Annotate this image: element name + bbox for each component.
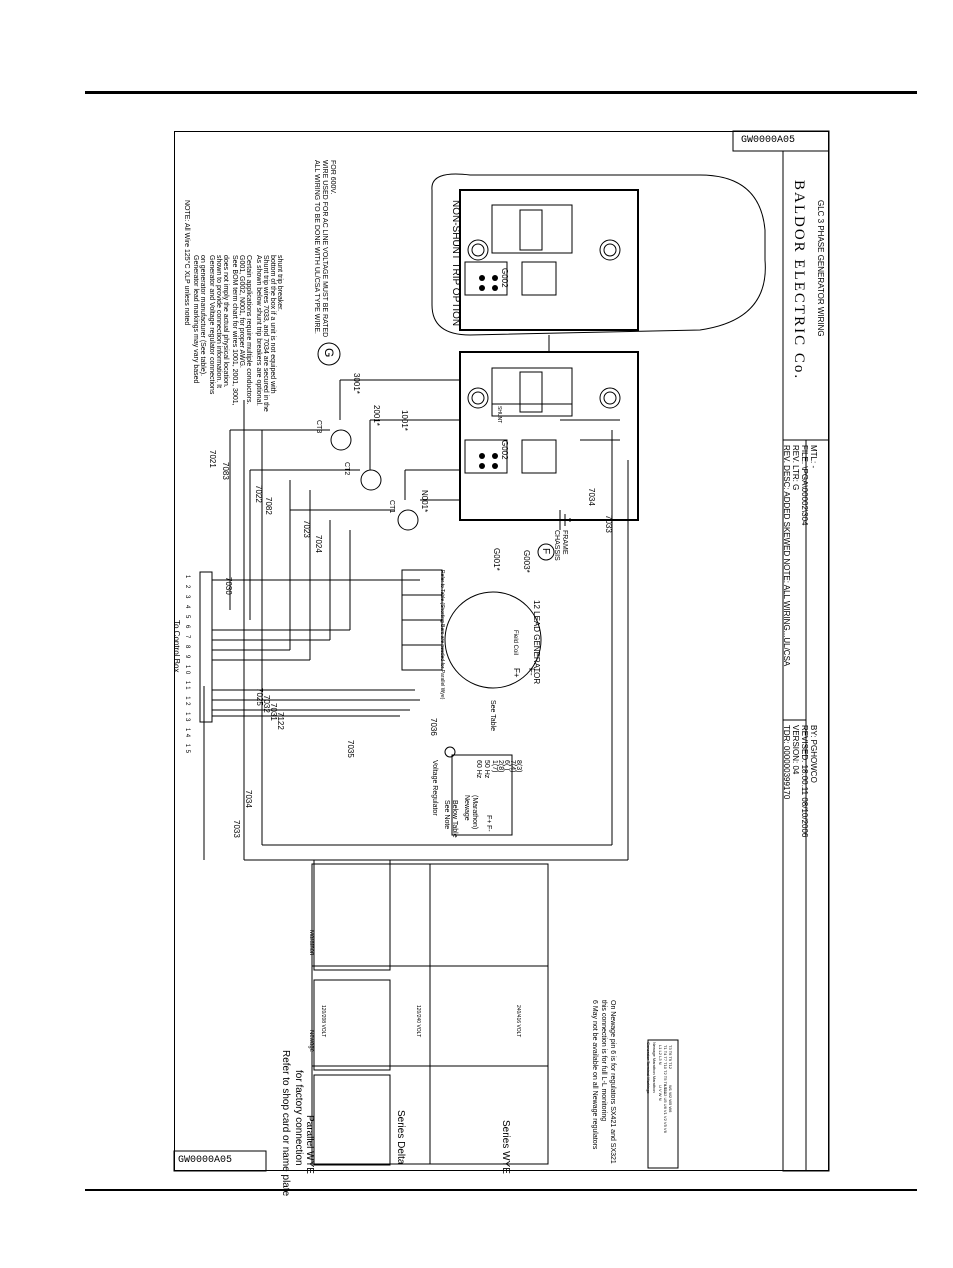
gen-term-row-1: U V W N <box>658 1085 663 1101</box>
wire-n001: N001* <box>420 490 429 513</box>
wire-7035: 7035 <box>346 740 355 758</box>
drawing-title: GLC 3 PHASE GENERATOR WIRING <box>816 200 825 337</box>
ct3-label: CT3 <box>315 420 322 434</box>
shunt-label: SHUNT <box>496 406 502 424</box>
non-shunt-cloud <box>431 173 766 336</box>
ct1-label: CT1 <box>388 500 395 514</box>
title-mtl: MTL: - <box>809 445 818 469</box>
title-file: FILE: \PGA\00002\304 <box>800 445 809 526</box>
wire-7022: 7022 <box>254 485 263 503</box>
f-symbol-letter: F <box>540 548 551 555</box>
ct2-coil <box>360 469 382 491</box>
ct1-coil <box>397 509 419 531</box>
wire-7021: 7021 <box>208 450 217 468</box>
wire-7024: 7024 <box>314 535 323 553</box>
wire-7030: 7030 <box>224 577 233 595</box>
f-note-symbol <box>537 543 555 561</box>
wire-7033: 7033 <box>604 515 613 533</box>
refer-table-1: Refer to Table (Shorting Bars are needed… <box>439 570 445 700</box>
wire-7034: 7034 <box>587 488 596 506</box>
wire-1001: 1001* <box>400 410 409 431</box>
wire-7082: 7082 <box>264 497 273 515</box>
series-wye-table <box>313 1074 391 1166</box>
breaker-enclosure <box>459 351 639 521</box>
note-6c: On Newage pin 6 is for regulators SX421 … <box>609 1000 616 1164</box>
g-symbol-letter: G <box>322 348 336 358</box>
voltage-a: 120/208 VOLT <box>320 1005 326 1038</box>
wire-7023: 7023 <box>302 520 311 538</box>
frame-label: FRAME <box>561 530 568 555</box>
voltage-regulator-box <box>451 754 513 836</box>
title-by: BY: PGHOWCO <box>809 725 818 783</box>
field-coil-label: Field Coil <box>512 630 518 656</box>
terminal-numbers: 1 2 3 4 5 6 7 8 9 10 11 12 13 14 15 <box>184 575 190 756</box>
see-table-label: See Table <box>489 700 496 732</box>
ct3-coil <box>330 429 352 451</box>
wire-3001: 3001* <box>352 373 361 394</box>
generator-symbol <box>444 591 542 689</box>
series-delta-title: Series Delta <box>395 1110 406 1165</box>
ct2-label: CT2 <box>343 462 350 476</box>
col-marathon: Marathon <box>308 930 314 956</box>
drawing-number-box-left <box>173 1150 267 1172</box>
wire-g001: G001* <box>492 548 501 571</box>
gen-term-row2-3: T3 T6 T9 T12 <box>668 1045 673 1070</box>
voltage-b: 120/240 VOLT <box>415 1005 421 1038</box>
series-wye-title: Series WYE <box>500 1120 511 1174</box>
chassis-label: CHASSIS <box>553 530 560 561</box>
drawing-number-bottom: GW0000A05 <box>178 1155 233 1166</box>
title-tdr: TDR: 000000399170 <box>782 725 791 800</box>
control-box-terminals <box>199 571 213 723</box>
wire-7036: 7036 <box>429 718 438 736</box>
title-rev-ltr: REV. LTR: G <box>791 445 800 491</box>
gen-term-row2-1: L1 L2 L3 N <box>658 1045 663 1065</box>
drawing-number-box <box>732 130 830 152</box>
left-heading-2: for factory connection <box>293 1070 304 1166</box>
gen-fminus: F- <box>527 668 536 676</box>
wire-7034-b: 7034 <box>244 790 253 808</box>
parallel-table <box>313 859 391 971</box>
gen-fplus: F+ <box>512 668 521 678</box>
title-rev-desc: REV. DESC: ADDED SKEWED NOTE: ALL WIRING… <box>782 445 791 667</box>
to-control-box: To Control Box <box>172 620 181 673</box>
voltage-c: 240/416 VOLT <box>515 1005 521 1038</box>
title-version: VERSION: 04 <box>791 725 800 775</box>
top-rule <box>85 91 917 94</box>
note-6: 6 May not be available on all Newage reg… <box>591 1000 598 1150</box>
g-note-symbol <box>317 342 341 366</box>
g002-label: G002 <box>500 440 509 460</box>
title-revised: REVISED: 18:00:11 08/10/2006 <box>800 725 809 838</box>
series-delta-table <box>313 979 391 1071</box>
terminal-markings-table <box>647 1039 679 1169</box>
g002-label-top: G002 <box>500 268 509 288</box>
company-name: BALDOR ELECTRIC Co. <box>791 180 807 381</box>
bottom-rule <box>85 1189 917 1191</box>
col-newage: Newage <box>308 1030 314 1053</box>
wire-7083: 7083 <box>221 462 230 480</box>
parallel-wye-title: Parallel WYE <box>304 1115 315 1174</box>
gen-term-row2-2: T1 T4 T7 T10 T2 T5 T8 T11 <box>663 1045 668 1094</box>
gen-term-cols: Newage Marathon Marathon <box>652 1042 657 1093</box>
gen-term-title: Generator Terminal Markings <box>646 1042 651 1094</box>
non-shunt-label: NON-SHUNT TRIP OPTION <box>450 200 461 327</box>
wire-2001: 2001* <box>372 405 381 426</box>
left-heading-1: Refer to shop card or name plate <box>280 1050 291 1197</box>
wire-7122: 7122 <box>276 712 285 730</box>
note-6b: this connection is for full L-L monitori… <box>600 1000 607 1122</box>
drawing-number-top: GW0000A05 <box>741 135 796 146</box>
wire-g003: G003* <box>522 550 531 573</box>
gen-term-row-3: W1 W2 W5 W6 <box>668 1085 673 1113</box>
wire-7033-b: 7033 <box>232 820 241 838</box>
